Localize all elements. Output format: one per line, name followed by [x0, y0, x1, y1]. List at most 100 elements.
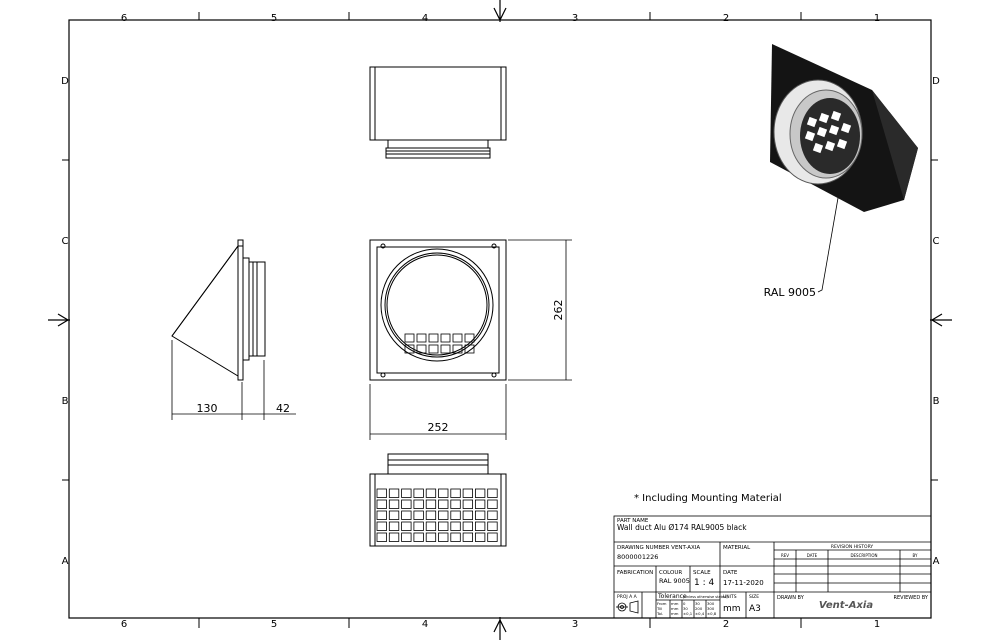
rev-col: DATE	[807, 553, 818, 558]
date-label: DATE	[723, 570, 738, 576]
col-label: 6	[121, 13, 127, 24]
tolerance-cell: Till	[656, 606, 662, 611]
col-label: 3	[572, 619, 578, 630]
tolerance-cell: ±0,8	[707, 611, 717, 616]
mounting-note: * Including Mounting Material	[634, 493, 782, 504]
col-label: 2	[723, 13, 729, 24]
grille-slot	[376, 532, 387, 542]
isometric-view	[770, 44, 918, 293]
bottom-view	[369, 453, 507, 547]
tolerance-note: (Unless otherwise stated)	[683, 595, 728, 599]
grille-slot	[401, 521, 412, 531]
grille-slot	[401, 488, 412, 498]
grille-slot	[413, 521, 424, 531]
tolerance-cell: 300	[707, 601, 715, 606]
row-label: D	[932, 76, 940, 87]
row-label: A	[62, 556, 69, 567]
grille-slot	[462, 499, 474, 509]
tolerance-cell: mm	[671, 611, 679, 616]
row-label: B	[933, 396, 940, 407]
row-label: D	[61, 76, 69, 87]
grille-slot	[474, 510, 486, 520]
tolerance-cell: 300	[707, 606, 715, 611]
grille-slot	[474, 532, 486, 542]
row-label: C	[62, 236, 69, 247]
grille-slot	[487, 488, 498, 498]
grille-slot	[425, 499, 437, 509]
tolerance-cell: 0	[683, 601, 686, 606]
fabrication-label: FABRICATION	[617, 570, 653, 576]
grille-slot	[376, 510, 387, 520]
col-label: 1	[874, 13, 880, 24]
tolerance-cell: mm	[671, 606, 679, 611]
grille-slot	[413, 488, 424, 498]
grille-slot	[413, 532, 424, 542]
grille-slot	[376, 488, 387, 498]
scale-value: 1 : 4	[694, 578, 714, 588]
grille-slot	[487, 499, 498, 509]
revision-history-label: REVISION HISTORY	[831, 544, 874, 550]
grille-slot	[438, 532, 449, 542]
row-label: C	[933, 236, 940, 247]
colour-callout: RAL 9005	[764, 286, 816, 299]
top-view	[369, 66, 507, 159]
size-value: A3	[749, 604, 761, 614]
dim-height: 262	[552, 300, 565, 321]
grille-slot	[376, 521, 387, 531]
grille-slot	[401, 499, 412, 509]
scale-label: SCALE	[693, 570, 711, 576]
grille-slot	[474, 521, 486, 531]
grille-slot	[450, 510, 461, 520]
front-dimensions	[369, 239, 572, 440]
grille-slot	[388, 532, 400, 542]
col-label: 2	[723, 619, 729, 630]
grille-slot	[438, 499, 449, 509]
grille-slot	[487, 521, 498, 531]
grille-slot	[388, 499, 400, 509]
grille-slot	[388, 510, 400, 520]
side-dimensions	[171, 340, 296, 420]
part-name: Wall duct Alu Ø174 RAL9005 black	[617, 523, 747, 532]
grille-slot	[425, 532, 437, 542]
projection-label: PROJ A A	[617, 594, 638, 600]
centering-marks	[48, 0, 952, 640]
col-label: 5	[271, 619, 277, 630]
grille-slot	[425, 521, 437, 531]
grille-slot	[462, 532, 474, 542]
tolerance-cell: Tol.	[656, 611, 663, 616]
reviewed-by-label: REVIEWED BY	[894, 595, 929, 601]
tolerance-cell: ±0,4	[695, 611, 705, 616]
grille-slot	[462, 521, 474, 531]
col-label: 5	[271, 13, 277, 24]
grille-slot	[462, 488, 474, 498]
grille-slot	[401, 510, 412, 520]
grille-slot	[474, 499, 486, 509]
grille-slot	[450, 499, 461, 509]
grille-slot	[388, 521, 400, 531]
title-block	[613, 515, 932, 619]
grille-slot	[413, 499, 424, 509]
grille-slot	[401, 532, 412, 542]
grille-slot	[438, 521, 449, 531]
colour-value: RAL 9005	[659, 577, 690, 585]
grille-slot	[462, 510, 474, 520]
col-label: 4	[422, 619, 428, 630]
tolerance-cell: 30	[683, 606, 688, 611]
grille-slot	[487, 532, 498, 542]
date-value: 17-11-2020	[723, 579, 764, 587]
grille-slot	[413, 510, 424, 520]
part-name-label: PART NAME	[617, 518, 649, 524]
rev-col: DESCRIPTION	[850, 553, 877, 558]
rev-col: BY	[913, 553, 919, 558]
size-label: SIZE	[749, 594, 759, 600]
side-view	[171, 239, 266, 381]
grille-slot	[376, 499, 387, 509]
grille-slot	[438, 510, 449, 520]
tolerance-cell: 200	[695, 606, 703, 611]
grille-slot	[450, 532, 461, 542]
dim-depth: 130	[197, 402, 218, 415]
units-label: UNITS	[723, 594, 737, 600]
col-label: 4	[422, 13, 428, 24]
tolerance-cell: From	[657, 601, 667, 606]
